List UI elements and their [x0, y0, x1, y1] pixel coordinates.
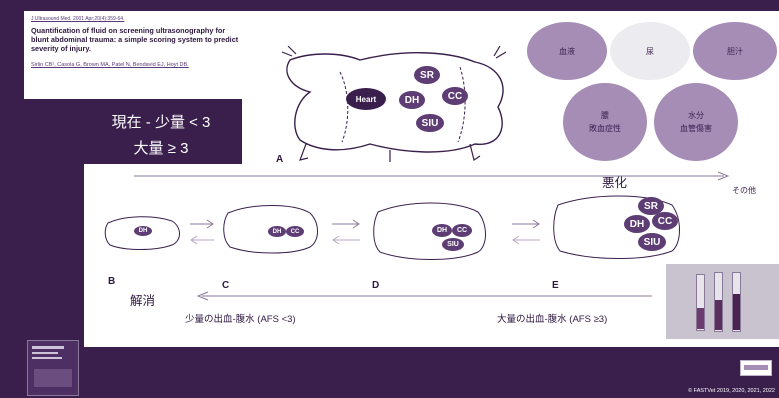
fastvet-logo	[740, 360, 772, 376]
diagram-label-a: A	[276, 154, 283, 165]
resolve-label: 解消	[130, 290, 155, 309]
reference-title: Quantification of fluid on screening ult…	[31, 26, 241, 53]
fluid-type-blood: 血液	[527, 22, 607, 80]
site-heart: Heart	[346, 88, 386, 110]
stage-arrows-cd	[330, 218, 362, 248]
site-siu: SIU	[416, 114, 444, 132]
resolve-arrow	[196, 290, 656, 302]
reference-authors-link[interactable]: Sirlin CB¹, Casola G, Brown MA, Patel N,…	[31, 62, 189, 68]
sample-tubes-photo	[666, 264, 779, 339]
reference-journal-link[interactable]: J Ultrasound Med. 2001 Apr;20(4):359-64.	[31, 16, 124, 22]
stage-d-site-cc: CC	[452, 224, 472, 237]
caption-large-volume: 大量の出血-腹水 (AFS ≥3)	[497, 311, 607, 325]
diagram-label-b: B	[108, 276, 115, 287]
reference-box	[24, 11, 242, 99]
stage-e-site-cc: CC	[652, 212, 678, 230]
stage-d-site-siu: SIU	[442, 238, 464, 251]
fluid-type-water-vascular: 水分 血管傷害	[654, 83, 738, 161]
site-cc: CC	[442, 87, 468, 105]
fluid-type-bile: 胆汁	[693, 22, 777, 80]
stage-arrows-bc	[188, 218, 216, 248]
stage-c-site-cc: CC	[286, 226, 304, 237]
stage-c-site-dh: DH	[268, 226, 286, 237]
stage-e-site-siu: SIU	[638, 233, 666, 251]
copyright-text: © FASTVet 2019, 2020, 2021, 2022	[688, 388, 775, 394]
caption-small-volume: 少量の出血-腹水 (AFS <3)	[185, 311, 296, 325]
site-sr: SR	[414, 66, 440, 84]
stage-b-site-dh: DH	[134, 226, 152, 236]
dog-diagram-d	[368, 190, 493, 275]
afs-summary-large: 大量 ≥ 3	[91, 137, 231, 158]
fluid-type-urine: 尿	[610, 22, 690, 80]
stage-e-site-dh: DH	[624, 215, 650, 233]
stage-d-site-dh: DH	[432, 224, 452, 237]
site-dh: DH	[399, 91, 425, 109]
worsen-arrow	[134, 168, 734, 184]
fluid-type-pus-septic: 膿 敗血症性	[563, 83, 647, 161]
book-cover-thumbnail	[27, 340, 79, 396]
afs-summary-small: 現在 - 少量 < 3	[91, 111, 231, 132]
stage-arrows-de	[510, 218, 542, 248]
